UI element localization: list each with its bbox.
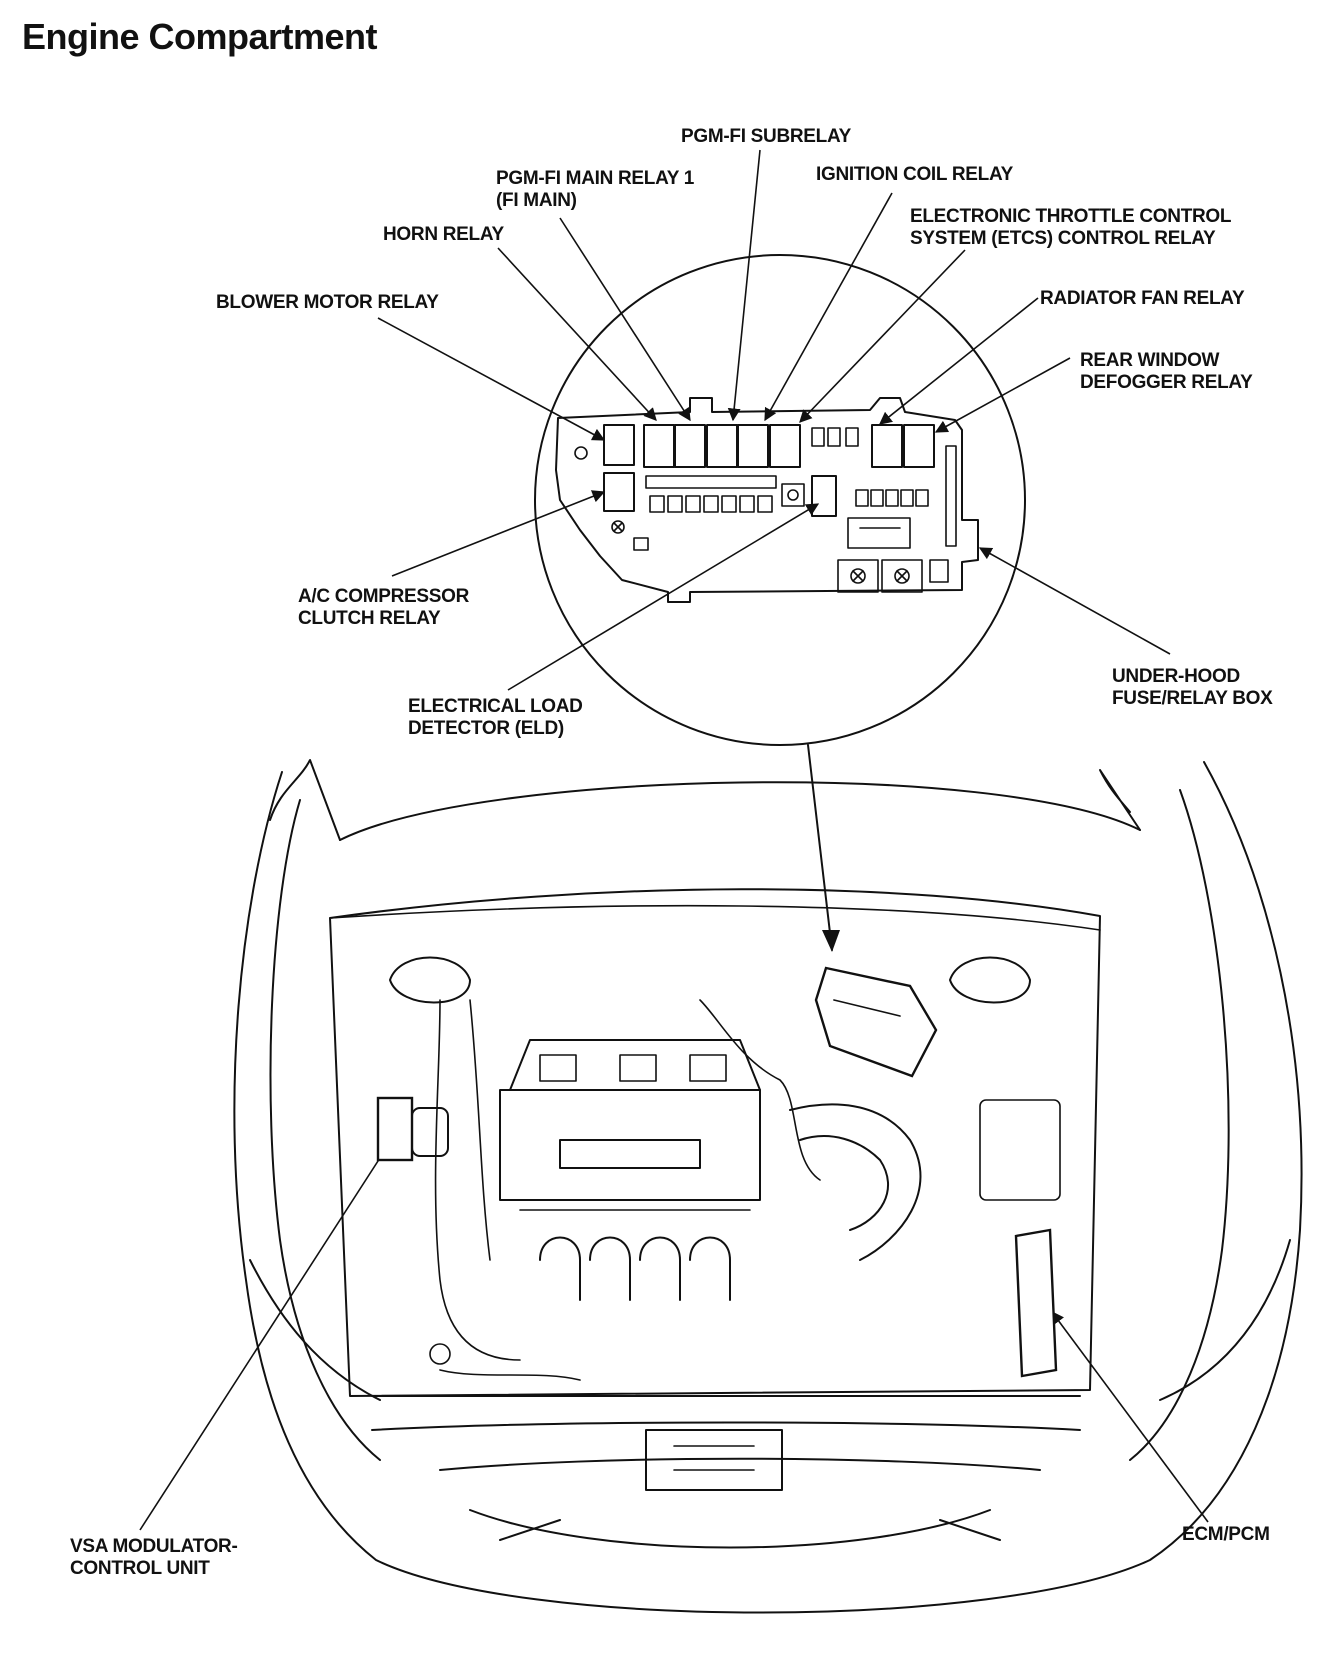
under-hood-fuse-relay-box-part bbox=[814, 966, 938, 1078]
label-etcs-control-relay: ELECTRONIC THROTTLE CONTROL SYSTEM (ETCS… bbox=[910, 206, 1232, 249]
relay-blower-motor bbox=[603, 424, 635, 466]
label-horn-relay: HORN RELAY bbox=[383, 224, 504, 245]
relay-pgmfi-main bbox=[674, 424, 706, 468]
label-ignition-coil-relay: IGNITION COIL RELAY bbox=[816, 164, 1013, 185]
ecm-pcm-part bbox=[1014, 1228, 1058, 1378]
vsa-modulator-unit-part bbox=[376, 1096, 414, 1162]
location-arrow bbox=[807, 744, 833, 951]
under-hood-fuse-relay-box-detail bbox=[555, 397, 979, 603]
label-under-hood-fuse-relay-box: UNDER-HOOD FUSE/RELAY BOX bbox=[1112, 666, 1273, 709]
label-ac-compressor-clutch-relay: A/C COMPRESSOR CLUTCH RELAY bbox=[298, 586, 470, 629]
page-title: Engine Compartment bbox=[22, 16, 378, 57]
detail-magnifier-circle bbox=[534, 254, 1026, 746]
relay-etcs bbox=[769, 424, 801, 468]
label-blower-motor-relay: BLOWER MOTOR RELAY bbox=[216, 292, 439, 313]
relay-ac-compressor bbox=[603, 472, 635, 512]
relay-ignition-coil bbox=[737, 424, 769, 468]
relay-pgmfi-sub bbox=[706, 424, 738, 468]
car-front-drawing bbox=[233, 759, 1303, 1614]
callout-leaders bbox=[139, 149, 1209, 1531]
relay-radiator-fan bbox=[871, 424, 903, 468]
label-pgmfi-main-relay: PGM-FI MAIN RELAY 1 (FI MAIN) bbox=[496, 168, 695, 211]
electrical-load-detector-part bbox=[811, 475, 837, 517]
relay-horn bbox=[643, 424, 675, 468]
label-radiator-fan-relay: RADIATOR FAN RELAY bbox=[1040, 288, 1245, 309]
label-rear-window-defogger-relay: REAR WINDOW DEFOGGER RELAY bbox=[1080, 350, 1253, 393]
label-ecm-pcm: ECM/PCM bbox=[1182, 1524, 1270, 1545]
label-electrical-load-detector: ELECTRICAL LOAD DETECTOR (ELD) bbox=[408, 696, 583, 739]
relay-rear-defogger bbox=[903, 424, 935, 468]
label-pgmfi-subrelay: PGM-FI SUBRELAY bbox=[681, 126, 852, 147]
label-vsa-modulator-control-unit: VSA MODULATOR- CONTROL UNIT bbox=[70, 1536, 238, 1579]
